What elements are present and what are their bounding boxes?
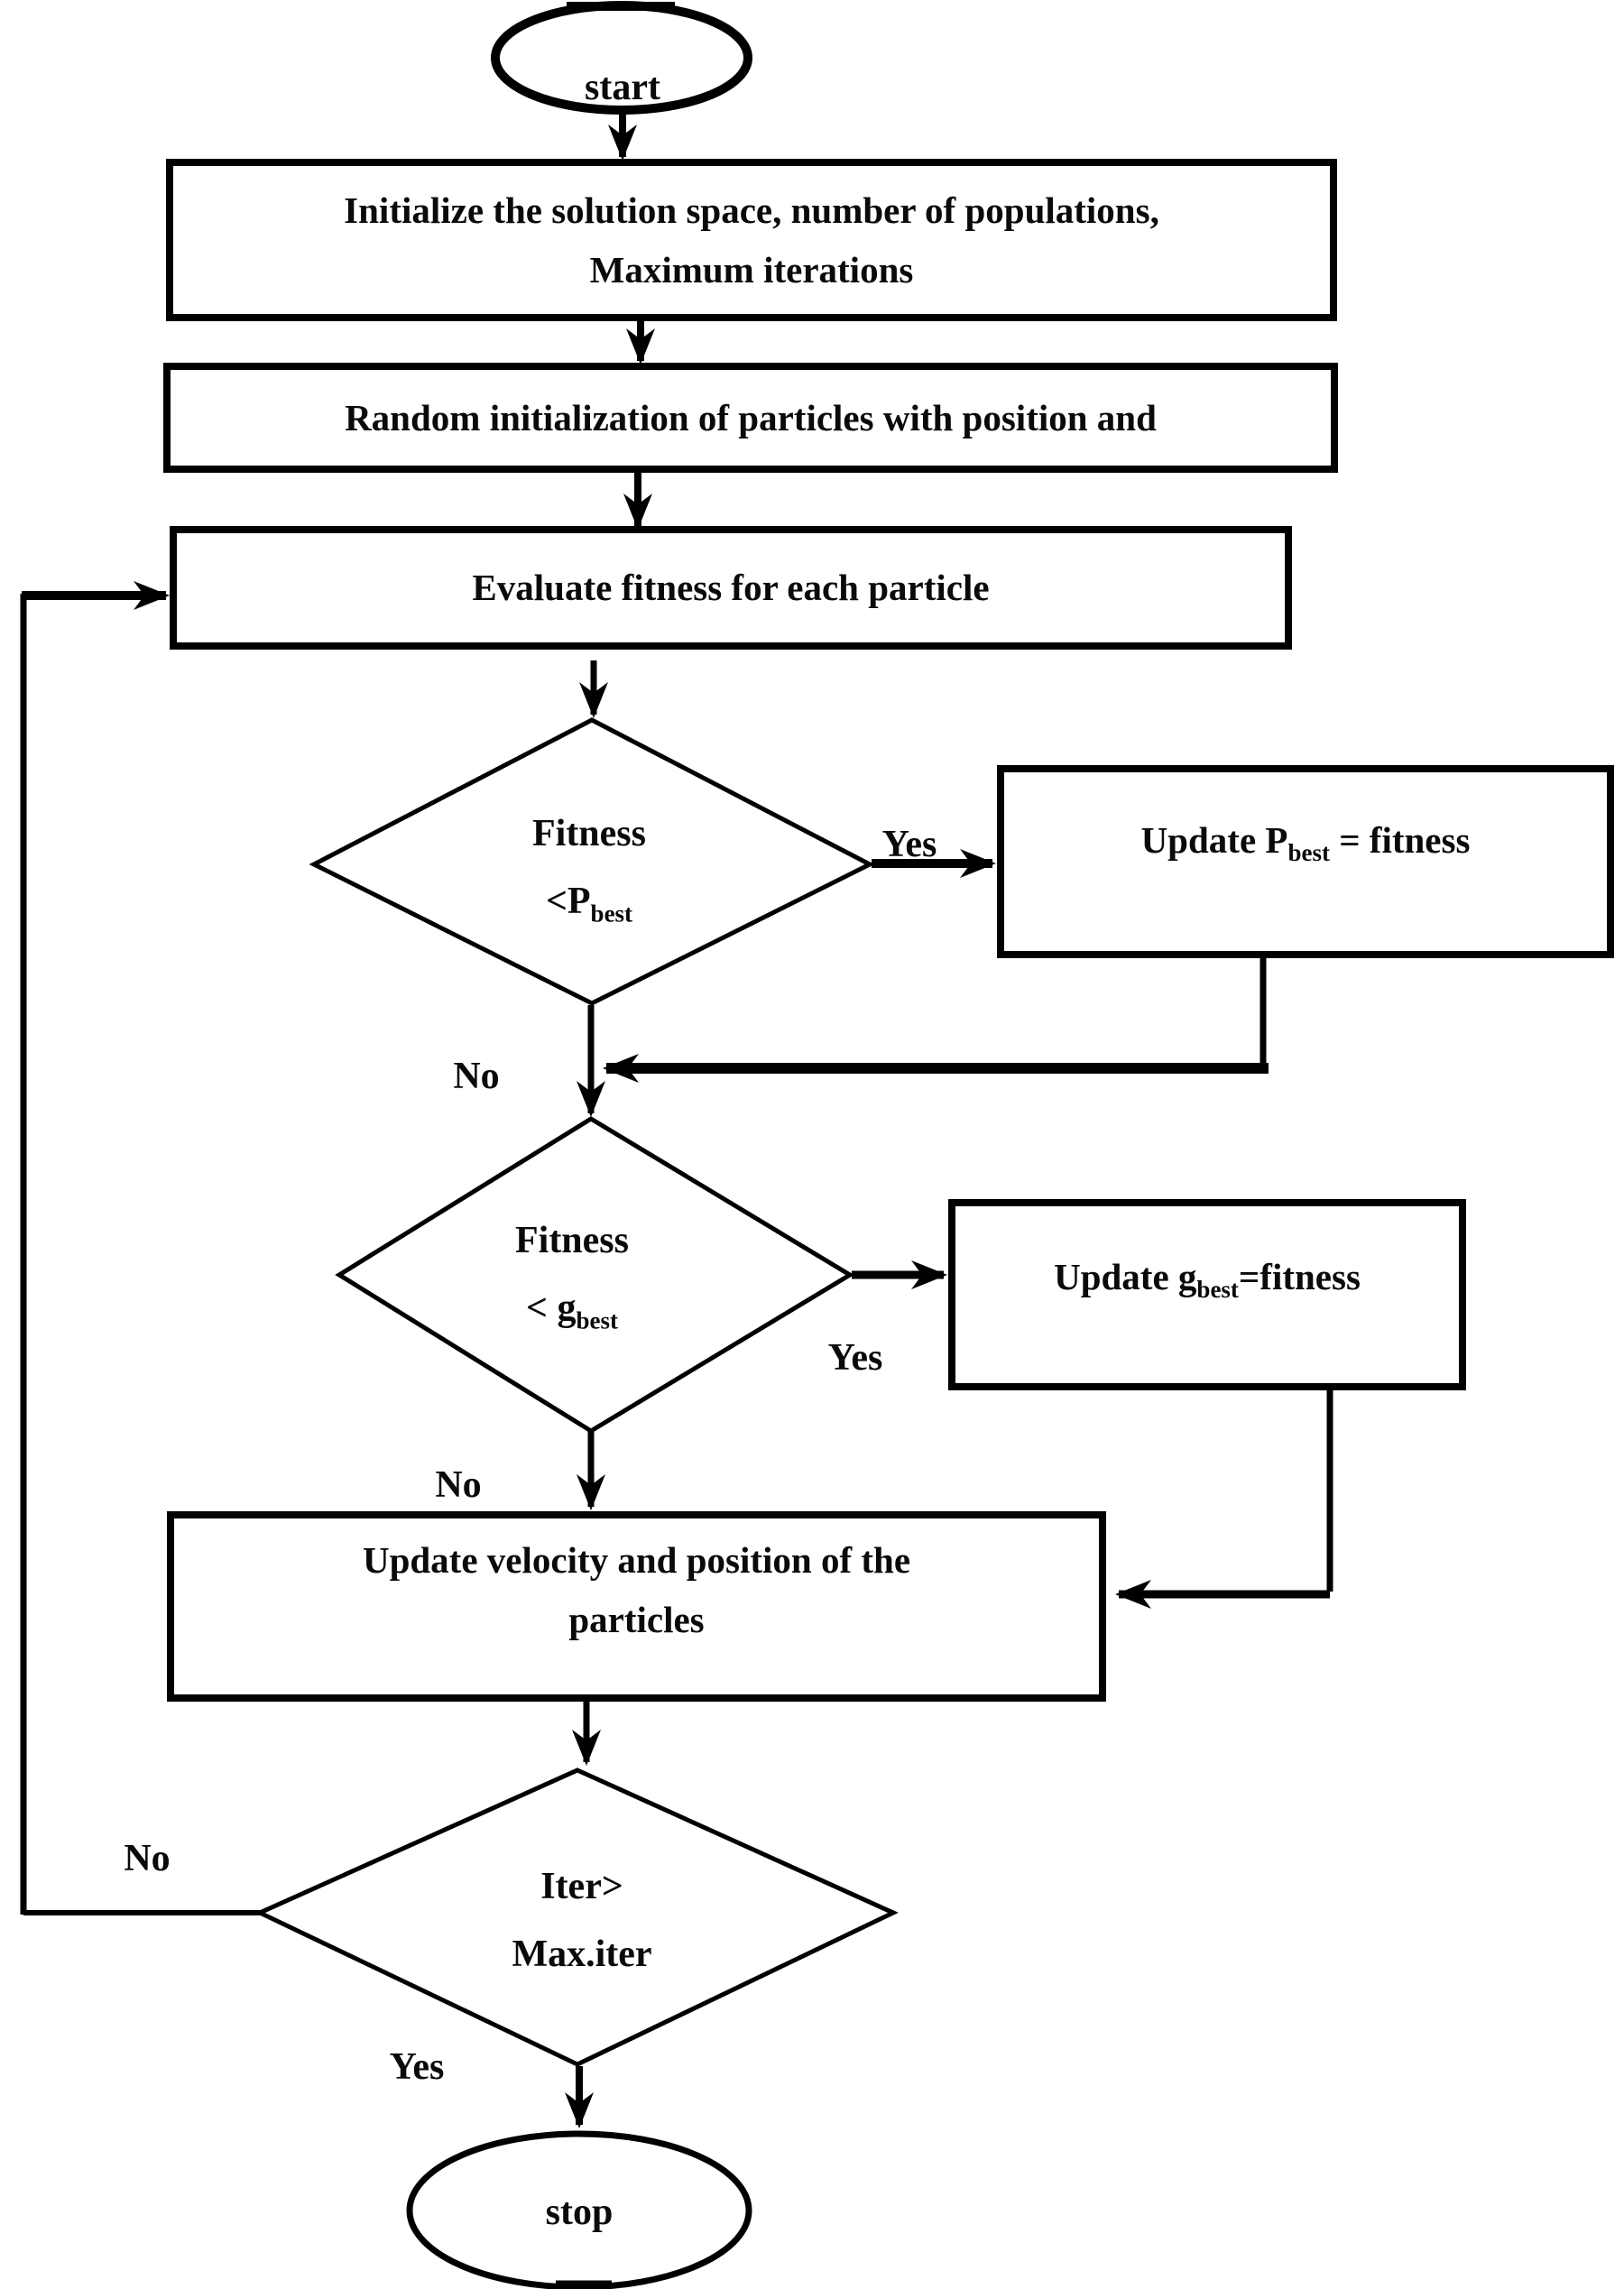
stop-label: stop	[545, 2192, 614, 2233]
update-gbest-process-box	[948, 1199, 1466, 1390]
fitness-gbest-line2-sub: best	[576, 1306, 618, 1334]
update-gbest-post: =fitness	[1238, 1255, 1361, 1297]
start-label: start	[585, 67, 660, 108]
initialize-line1: Initialize the solution space, number of…	[344, 189, 1159, 231]
iteration-line1: Iter>	[540, 1866, 623, 1907]
evaluate-process-box	[170, 526, 1292, 650]
update-velocity-line1: Update velocity and position of the	[362, 1538, 911, 1581]
update-gbest-sub: best	[1196, 1275, 1239, 1303]
fitness-gbest-decision-label: Fitness < gbest	[515, 1207, 629, 1343]
fitness-pbest-line2-pre: <P	[545, 881, 591, 922]
fitness-pbest-decision-label: Fitness <Pbest	[532, 800, 646, 936]
gbest-yes-label: Yes	[827, 1337, 883, 1379]
fitness-pbest-line2: <Pbest	[532, 868, 646, 936]
iteration-decision-label: Iter> Max.iter	[512, 1853, 651, 1989]
fitness-pbest-line2-sub: best	[590, 900, 633, 928]
evaluate-line1: Evaluate fitness for each particle	[472, 567, 990, 609]
update-gbest-label: Update gbest=fitness	[954, 1204, 1461, 1385]
iteration-line2: Max.iter	[512, 1934, 652, 1975]
update-pbest-sub: best	[1287, 838, 1330, 866]
update-gbest-text: Update gbest=fitness	[1054, 1247, 1361, 1306]
fitness-gbest-line2: < gbest	[515, 1275, 629, 1343]
pbest-no-label: No	[453, 1056, 500, 1097]
random-init-line1: Random initialization of particles with …	[345, 396, 1157, 438]
pbest-yes-label: Yes	[881, 824, 937, 865]
random-init-process-box	[163, 363, 1338, 473]
update-pbest-post: = fitness	[1329, 818, 1471, 861]
fitness-gbest-line2-pre: < g	[526, 1288, 577, 1329]
update-pbest-pre: Update P	[1140, 818, 1288, 861]
fitness-pbest-line1: Fitness	[532, 813, 646, 854]
initialize-line2: Maximum iterations	[589, 249, 914, 291]
gbest-no-label: No	[435, 1464, 482, 1506]
initialize-label: Initialize the solution space, number of…	[171, 164, 1332, 316]
fitness-gbest-line1: Fitness	[515, 1220, 629, 1261]
update-gbest-pre: Update g	[1054, 1255, 1197, 1297]
initialize-process-box	[166, 159, 1337, 321]
evaluate-label: Evaluate fitness for each particle	[175, 531, 1287, 644]
random-init-label: Random initialization of particles with …	[169, 367, 1333, 468]
iteration-decision-diamond	[254, 1768, 899, 2067]
update-velocity-line2: particles	[568, 1598, 705, 1640]
iter-yes-label: Yes	[389, 2046, 445, 2088]
update-pbest-text: Update Pbest = fitness	[1141, 810, 1471, 870]
update-pbest-label: Update Pbest = fitness	[1002, 771, 1609, 953]
update-velocity-process-box	[167, 1511, 1106, 1702]
update-pbest-process-box	[997, 765, 1614, 958]
iter-no-label: No	[124, 1838, 171, 1879]
update-velocity-label: Update velocity and position of the part…	[172, 1517, 1101, 1696]
fitness-pbest-decision-diamond	[309, 717, 875, 1006]
